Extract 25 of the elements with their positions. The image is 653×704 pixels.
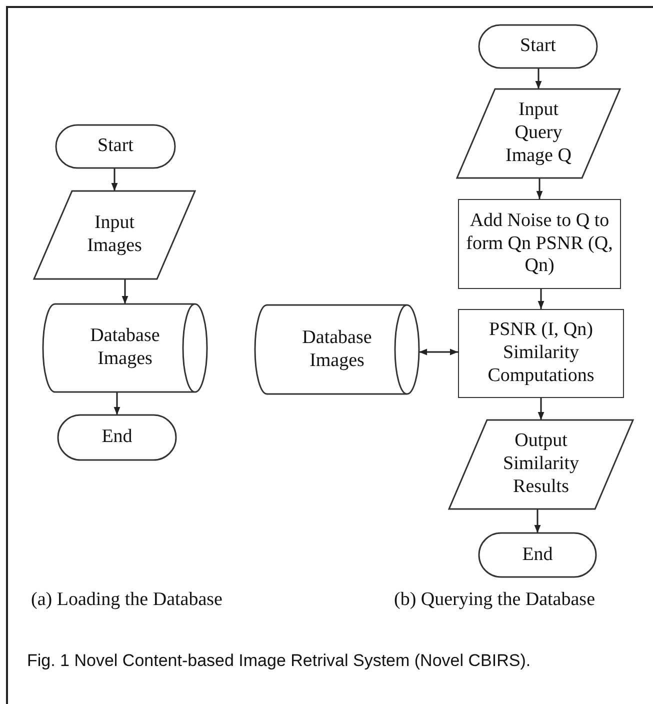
process-box	[458, 199, 621, 289]
arrow	[535, 68, 542, 89]
arrow	[534, 509, 541, 533]
arrow	[122, 279, 128, 304]
node-label: End	[522, 544, 553, 566]
process-box	[458, 309, 624, 398]
arrow	[114, 392, 120, 415]
arrow	[111, 168, 118, 191]
node-label: Add Noise to Q to form Qn PSNR (Q, Qn)	[465, 210, 614, 278]
figure-caption: Fig. 1 Novel Content-based Image Retrival System (Novel CBIRS).	[27, 651, 532, 671]
node-label: PSNR (I, Qn) Similarity Computations	[486, 319, 596, 388]
node-label: Database Images	[301, 326, 373, 372]
node-label: Input Query Image Q	[504, 99, 572, 168]
node-label: Database Images	[89, 325, 161, 371]
subfigure-label: (b) Querying the Database	[394, 589, 596, 611]
arrow	[538, 398, 544, 420]
node-label: Start	[520, 35, 556, 58]
subfigure-label: (a) Loading the Database	[31, 589, 222, 611]
node-label: Output Similarity Results	[502, 430, 580, 499]
arrow	[536, 178, 543, 199]
arrow	[419, 348, 458, 356]
node-label: Start	[98, 135, 134, 158]
arrow	[538, 289, 544, 309]
node-label: End	[102, 426, 132, 449]
node-label: Input Images	[86, 212, 143, 258]
